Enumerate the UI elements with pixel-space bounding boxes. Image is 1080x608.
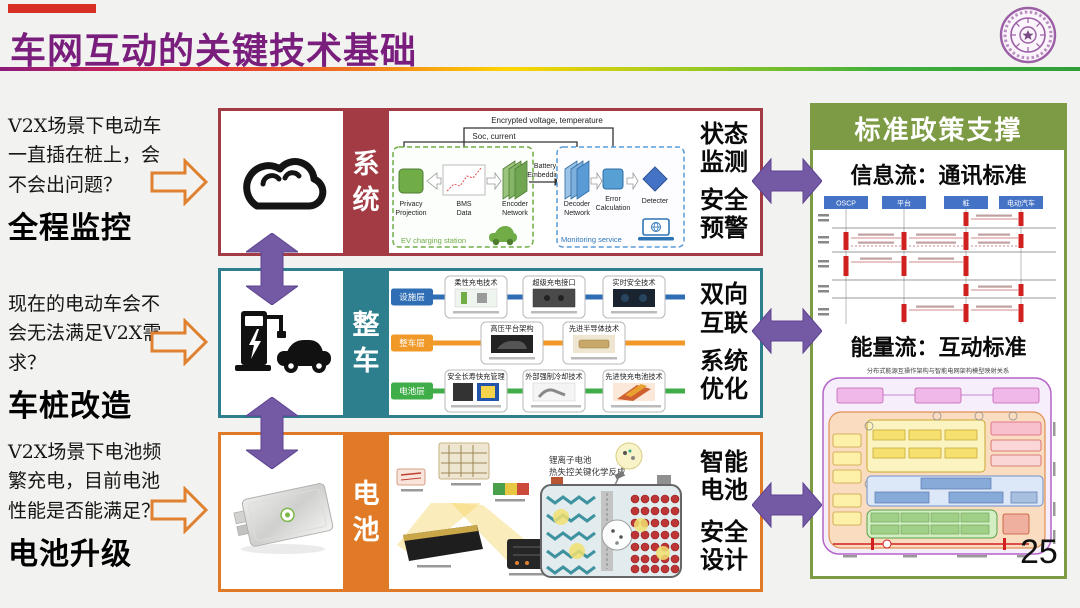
svg-text:设施层: 设施层	[399, 292, 425, 302]
tech-box: 安全长寿快充管理	[444, 369, 508, 413]
sgam-mapping-diagram: 分布式能源互操作架构与智能电网架构模型映射关系	[822, 367, 1056, 558]
svg-text:平台: 平台	[897, 199, 911, 208]
communication-sequence-diagram: OSCP 平台 桩 电动汽车	[818, 196, 1056, 324]
question-keyword: 电池升级	[8, 538, 132, 572]
tech-box: 外部强制冷却技术	[522, 369, 586, 413]
svg-text:OSCP: OSCP	[836, 201, 856, 208]
svg-text:高压平台架构: 高压平台架构	[490, 324, 533, 333]
sgam-title: 分布式能源互操作架构与智能电网架构模型映射关系	[867, 367, 1009, 375]
page-number: 25	[1020, 533, 1058, 571]
tech-box: 柔性充电技术	[444, 275, 508, 319]
panel-header: 标准政策支撑	[813, 106, 1064, 150]
outcome-label: 安全预警	[700, 186, 748, 243]
battery-caption: 锂离子电池	[549, 455, 592, 465]
station-label: EV charging station	[401, 236, 466, 245]
tech-box: 高压平台架构	[480, 321, 544, 365]
question-keyword: 全程监控	[8, 212, 132, 246]
svg-text:柔性充电技术: 柔性充电技术	[454, 278, 497, 287]
svg-text:先进半导体技术: 先进半导体技术	[569, 324, 619, 333]
header-accent-bar	[8, 4, 96, 13]
battery-safety-diagram: 锂离子电池 热失控关键化学反应	[389, 435, 688, 589]
monitoring-label: Monitoring service	[561, 235, 622, 244]
right-arrow-icon	[150, 158, 208, 206]
question-text: V2X场景下电动车一直插在桩上，会不会出问题？	[8, 115, 162, 196]
vertical-double-arrow-icon	[246, 397, 298, 469]
battery-outcomes: 智能电池 安全设计	[688, 435, 760, 589]
question-block-upgrade: V2X场景下电池频繁充电，目前电池性能是否能满足？ 电池升级	[8, 438, 170, 573]
info-flow-title: 信息流：通讯标准	[850, 163, 1027, 188]
svg-text:电动汽车: 电动汽车	[1007, 199, 1035, 208]
vehicle-outcomes: 双向互联 系统优化	[688, 271, 760, 415]
tech-box: 先进快充电池技术	[602, 369, 666, 413]
title-underline	[0, 67, 1080, 71]
svg-text:Privacy: Privacy	[400, 201, 423, 208]
encoder-network-layers	[502, 160, 528, 200]
outcome-label: 智能电池	[700, 448, 748, 504]
tech-box: 实时安全技术	[602, 275, 666, 319]
encrypted-signal-label: Encrypted voltage, temperature	[491, 116, 603, 125]
svg-text:Error: Error	[605, 196, 621, 203]
svg-text:Data: Data	[457, 210, 472, 217]
horizontal-double-arrow-icon	[752, 157, 822, 205]
svg-text:Projection: Projection	[395, 210, 426, 217]
standards-policy-panel: 标准政策支撑 信息流：通讯标准 OSCP 平台 桩 电动汽车	[810, 103, 1067, 579]
ev-car-icon	[489, 226, 517, 246]
vertical-double-arrow-icon	[246, 233, 298, 305]
svg-text:Encoder: Encoder	[502, 201, 529, 208]
energy-flow-title: 能量流：互动标准	[850, 335, 1027, 360]
laptop-icon	[638, 218, 674, 241]
decoder-network-layers	[564, 160, 590, 200]
page-title: 车网互动的关键技术基础	[10, 30, 418, 71]
right-arrow-icon	[150, 486, 208, 534]
message-micro-labels	[858, 214, 1012, 308]
horizontal-double-arrow-icon	[752, 481, 822, 529]
battery-caption: 热失控关键化学反应	[549, 467, 626, 477]
row-system: 系统 Encrypted voltage, temperature Soc, c…	[218, 108, 763, 256]
question-block-retrofit: 现在的电动车会不会无法满足V2X需求？ 车桩改造	[8, 290, 170, 425]
system-outcomes: 状态监测 安全预警	[688, 111, 760, 253]
question-keyword: 车桩改造	[8, 390, 132, 424]
question-text: V2X场景下电池频繁充电，目前电池性能是否能满足？	[8, 441, 162, 522]
row-battery: 电池	[218, 432, 763, 592]
outcome-label: 双向互联	[700, 281, 748, 337]
svg-text:安全长寿快充管理: 安全长寿快充管理	[447, 372, 505, 381]
svg-text:Battery: Battery	[534, 163, 557, 170]
svg-text:外部强制冷却技术: 外部强制冷却技术	[525, 372, 583, 381]
svg-text:Detecter: Detecter	[642, 198, 669, 205]
outcome-label: 状态监测	[700, 120, 748, 176]
question-block-monitoring: V2X场景下电动车一直插在桩上，会不会出问题？ 全程监控	[8, 112, 170, 247]
svg-text:Network: Network	[502, 210, 528, 217]
cloud-icon	[221, 111, 343, 253]
row-label-vehicle: 整车	[343, 271, 389, 415]
horizontal-double-arrow-icon	[752, 307, 822, 355]
right-arrow-icon	[150, 318, 208, 366]
svg-text:超级充电接口: 超级充电接口	[532, 278, 575, 287]
row-micro-labels	[818, 214, 829, 316]
svg-text:Embedding: Embedding	[527, 172, 563, 179]
svg-text:Network: Network	[564, 210, 590, 217]
university-seal-logo	[999, 6, 1057, 64]
svg-text:桩: 桩	[963, 199, 970, 208]
svg-text:先进快充电池技术: 先进快充电池技术	[605, 372, 663, 381]
svg-text:Decoder: Decoder	[564, 201, 591, 208]
svg-text:整车层: 整车层	[399, 338, 425, 348]
axis-micro-labels	[843, 422, 1056, 558]
question-text: 现在的电动车会不会无法满足V2X需求？	[8, 293, 162, 374]
row-label-battery: 电池	[343, 435, 389, 589]
outcome-label: 安全设计	[700, 518, 748, 575]
tech-box: 超级充电接口	[522, 275, 586, 319]
svg-text:BMS: BMS	[456, 201, 472, 208]
vehicle-layers-diagram: 设施层 整车层 电池层 柔性充电技术 超级充电接口	[389, 271, 688, 415]
tech-box: 先进半导体技术	[562, 321, 626, 365]
row-label-system: 系统	[343, 111, 389, 253]
system-anomaly-detection-diagram: Encrypted voltage, temperature Soc, curr…	[389, 111, 688, 253]
svg-text:电池层: 电池层	[399, 386, 425, 396]
row-vehicle: 整车 设施层 整车层 电池层 柔性充电技术	[218, 268, 763, 418]
soc-signal-label: Soc, current	[472, 132, 516, 141]
svg-text:Calculation: Calculation	[596, 205, 631, 212]
svg-text:实时安全技术: 实时安全技术	[612, 278, 655, 287]
outcome-label: 系统优化	[700, 348, 748, 404]
